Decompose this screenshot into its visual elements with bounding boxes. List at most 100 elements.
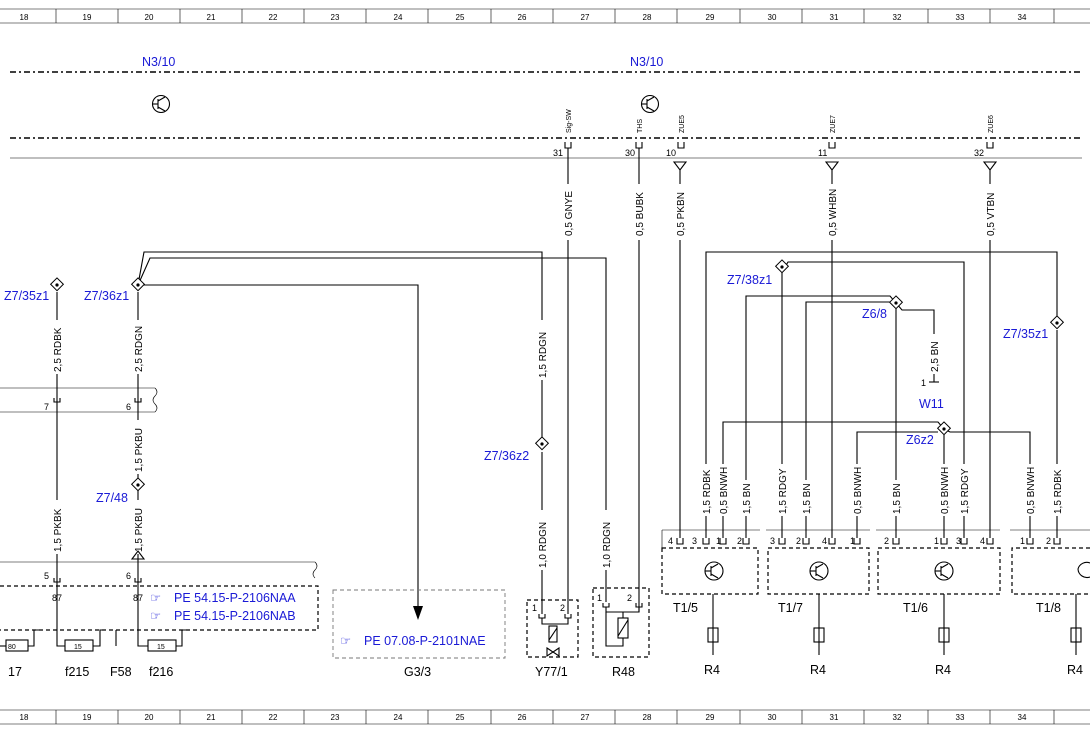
splice-node-icon xyxy=(130,477,146,492)
left-wiring: Z7/35z1 Z7/36z1 Z7/48 Z7/36z2 2,5 RDBK 2… xyxy=(0,251,613,679)
ruler-number: 19 xyxy=(83,713,92,722)
component-label: T1/8 xyxy=(1036,601,1061,615)
wire-label: 1,0 RDGN xyxy=(602,522,613,568)
connector-pin: 6 xyxy=(126,571,131,581)
ruler-number: 34 xyxy=(1018,713,1027,722)
svg-text:2: 2 xyxy=(737,536,742,546)
splice-label: Z7/35z1 xyxy=(1003,327,1048,341)
wire-label: 1,5 PKBU xyxy=(134,428,145,472)
wire-label: 2,5 RDBK xyxy=(53,327,64,372)
fuse-icon: 15 xyxy=(56,629,106,652)
svg-text:1: 1 xyxy=(934,536,939,546)
signal-label: ZUE5 xyxy=(679,115,686,133)
module-label-right: N3/10 xyxy=(630,55,663,69)
ruler-number: 21 xyxy=(207,713,216,722)
svg-text:4: 4 xyxy=(980,536,985,546)
wire-label: 1,0 RDGN xyxy=(538,522,549,568)
reference-text: PE 54.15-P-2106NAB xyxy=(174,609,296,623)
coil-t1-5: 4 3 1 2 T1/5 R4 xyxy=(661,529,760,677)
ruler-number: 30 xyxy=(768,13,777,22)
wire-label: 1,5 RDGN xyxy=(538,332,549,378)
ruler-number: 23 xyxy=(331,13,340,22)
wire-label: 1,5 BN xyxy=(892,483,903,514)
module-label-left: N3/10 xyxy=(142,55,175,69)
reference-link-b[interactable]: ☞ PE 54.15-P-2106NAB xyxy=(150,609,296,623)
ruler-number: 29 xyxy=(706,13,715,22)
spark-plug-icon xyxy=(813,627,825,643)
component-label: R4 xyxy=(935,663,951,677)
hand-pointer-icon: ☞ xyxy=(150,609,161,623)
wire-label: 0,5 BNWH xyxy=(1026,467,1037,514)
connector-pin: 7 xyxy=(44,402,49,412)
signal-label: ZUE7 xyxy=(830,115,837,133)
splice-label: Z7/48 xyxy=(96,491,128,505)
wire-label: 1,5 RDGY xyxy=(778,468,789,514)
svg-text:2: 2 xyxy=(1046,536,1051,546)
transistor-icon xyxy=(934,561,954,581)
splice-node-icon xyxy=(534,436,550,451)
fuse-icon: 80 xyxy=(0,629,40,652)
signal-label: ZUE6 xyxy=(988,115,995,133)
reference-link-g33[interactable]: ☞ PE 07.08-P-2101NAE xyxy=(340,634,486,648)
wire-label: 1,5 BN xyxy=(742,483,753,514)
svg-text:4: 4 xyxy=(668,536,673,546)
module-wires: 0,5 GNYE 0,5 BUBK 0,5 PKBN 0,5 WHBN 0,5 … xyxy=(560,148,998,612)
component-label: R48 xyxy=(612,665,635,679)
coil-wiring: Z7/38z1 Z6/8 Z7/35z1 Z6z2 2,5 BN 1 W11 1… xyxy=(699,251,1065,538)
ruler-number: 27 xyxy=(581,713,590,722)
relay-pin: 87 xyxy=(133,593,143,603)
splice-label: Z6z2 xyxy=(906,433,934,447)
wire-label: 0,5 BNWH xyxy=(719,467,730,514)
ruler-number: 31 xyxy=(830,13,839,22)
ruler-number: 33 xyxy=(956,13,965,22)
wire-label: 1,5 PKBU xyxy=(134,508,145,552)
ruler-number: 24 xyxy=(394,713,403,722)
splice-node-icon xyxy=(888,295,904,310)
wire-label: 0,5 GNYE xyxy=(564,191,575,236)
ruler-number: 22 xyxy=(269,13,278,22)
spark-plug-icon xyxy=(938,627,950,643)
svg-text:80: 80 xyxy=(8,644,16,651)
svg-text:15: 15 xyxy=(157,644,165,651)
wire-label: 0,5 VTBN xyxy=(986,193,997,236)
splice-node-icon xyxy=(1049,315,1065,330)
pin-number: 31 xyxy=(553,148,563,158)
ruler-number: 18 xyxy=(20,13,29,22)
reference-link-a[interactable]: ☞ PE 54.15-P-2106NAA xyxy=(150,591,296,605)
pin-number: 10 xyxy=(666,148,676,158)
wire-label: 1,5 RDGY xyxy=(960,468,971,514)
ruler-number: 24 xyxy=(394,13,403,22)
wire-label: 0,5 PKBN xyxy=(676,192,687,236)
component-label: T1/7 xyxy=(778,601,803,615)
ruler-number: 32 xyxy=(893,13,902,22)
pin-number: 30 xyxy=(625,148,635,158)
ruler-number: 29 xyxy=(706,713,715,722)
fuse-label: 17 xyxy=(8,665,22,679)
ruler-number: 18 xyxy=(20,713,29,722)
y77-1-component: 1 2 Y77/1 xyxy=(526,599,579,679)
wire-label: 1,5 BN xyxy=(802,483,813,514)
splice-label: Z7/35z1 xyxy=(4,289,49,303)
transistor-icon xyxy=(809,561,829,581)
ruler-number: 20 xyxy=(145,713,154,722)
module-n3-10: N3/10 N3/10 xyxy=(10,55,1082,159)
wire-label: 1,5 RDBK xyxy=(1053,469,1064,514)
ruler-number: 19 xyxy=(83,13,92,22)
pin-number: 32 xyxy=(974,148,984,158)
svg-text:15: 15 xyxy=(74,644,82,651)
wire-label: 1,5 RDBK xyxy=(702,469,713,514)
spark-plug-icon xyxy=(1070,627,1082,643)
ruler-number: 27 xyxy=(581,13,590,22)
coil-t1-6: 2 1 3 4 T1/6 R4 xyxy=(876,529,1001,677)
ruler-number: 32 xyxy=(893,713,902,722)
g3-3-box: ☞ PE 07.08-P-2101NAE G3/3 xyxy=(332,589,506,679)
svg-text:3: 3 xyxy=(956,536,961,546)
component-label: R4 xyxy=(810,663,826,677)
coil-t1-7: 3 2 4 1 T1/7 R4 xyxy=(766,529,870,677)
wire-label: 1,5 PKBK xyxy=(53,508,64,552)
component-label: R4 xyxy=(1067,663,1083,677)
svg-text:2: 2 xyxy=(796,536,801,546)
fuse-label: F58 xyxy=(110,665,132,679)
svg-text:2: 2 xyxy=(560,603,565,613)
